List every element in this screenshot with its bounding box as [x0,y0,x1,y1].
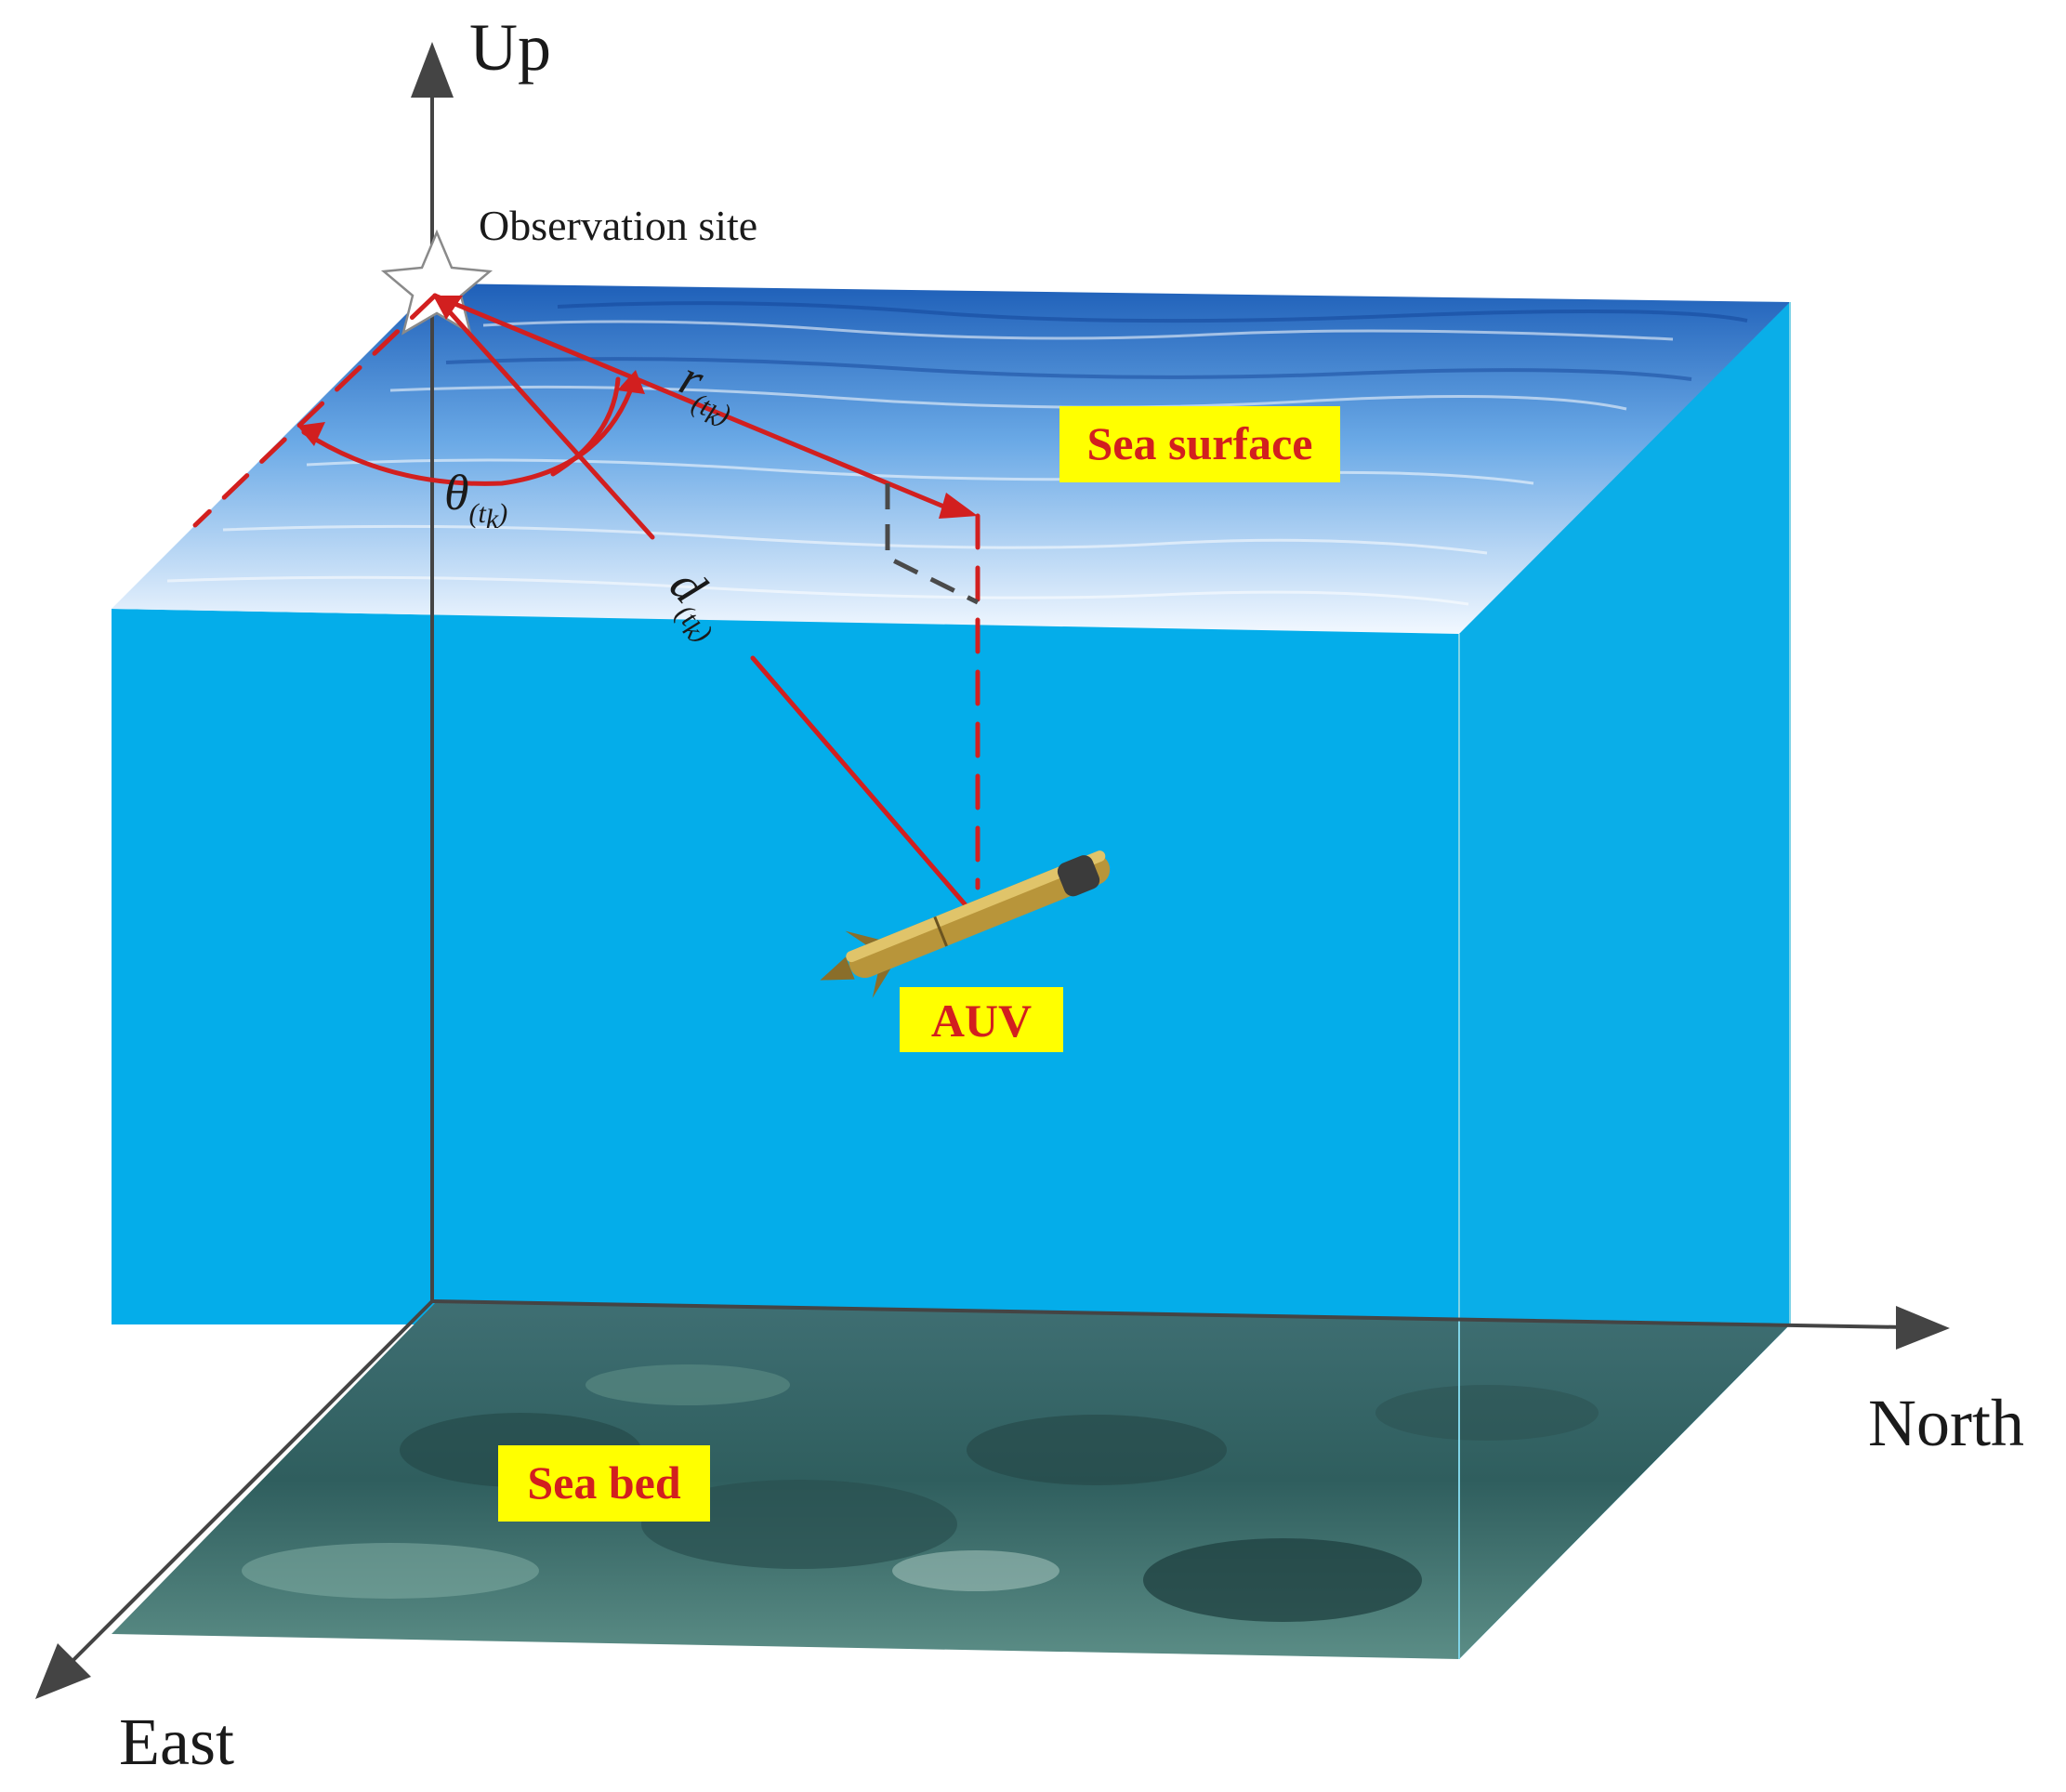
east-axis-label: East [119,1705,234,1779]
front-wall [112,609,1459,1324]
auv-tag: AUV [900,987,1063,1052]
up-axis-arrowhead [411,42,454,98]
measurement-vectors [192,293,980,909]
east-axis-arrowhead [35,1643,91,1699]
angle-arc-small [550,376,621,477]
sea-surface-label: Sea surface [1087,417,1313,469]
axes [35,42,1950,1699]
sea-surface-tag: Sea surface [1059,406,1340,482]
right-angle-marker [885,483,980,605]
east-axis-line [63,1299,434,1670]
auv-vehicle-icon [820,850,1111,998]
sea-bed [112,1301,1790,1659]
angle-symbol-theta: θ(tk) [444,465,507,534]
vector-arrowheads [297,296,978,519]
north-axis-line [431,1299,1906,1329]
north-axis-label: North [1868,1386,2024,1460]
sea-surface [112,283,1790,634]
range-vector-r [432,293,965,517]
slant-vector-d-lower [750,655,969,909]
north-axis-arrowhead [1896,1306,1950,1350]
sea-bed-label: Sea bed [527,1456,681,1509]
observation-site-label: Observation site [479,202,757,249]
range-symbol-r: r(tk) [667,349,747,435]
east-reference-dashed-line [192,293,438,528]
slant-vector-d-upper [432,293,655,540]
up-axis-label: Up [469,10,551,85]
sea-bed-tag: Sea bed [498,1445,710,1522]
auv-label: AUV [931,995,1032,1047]
angle-arc-theta [301,378,637,486]
